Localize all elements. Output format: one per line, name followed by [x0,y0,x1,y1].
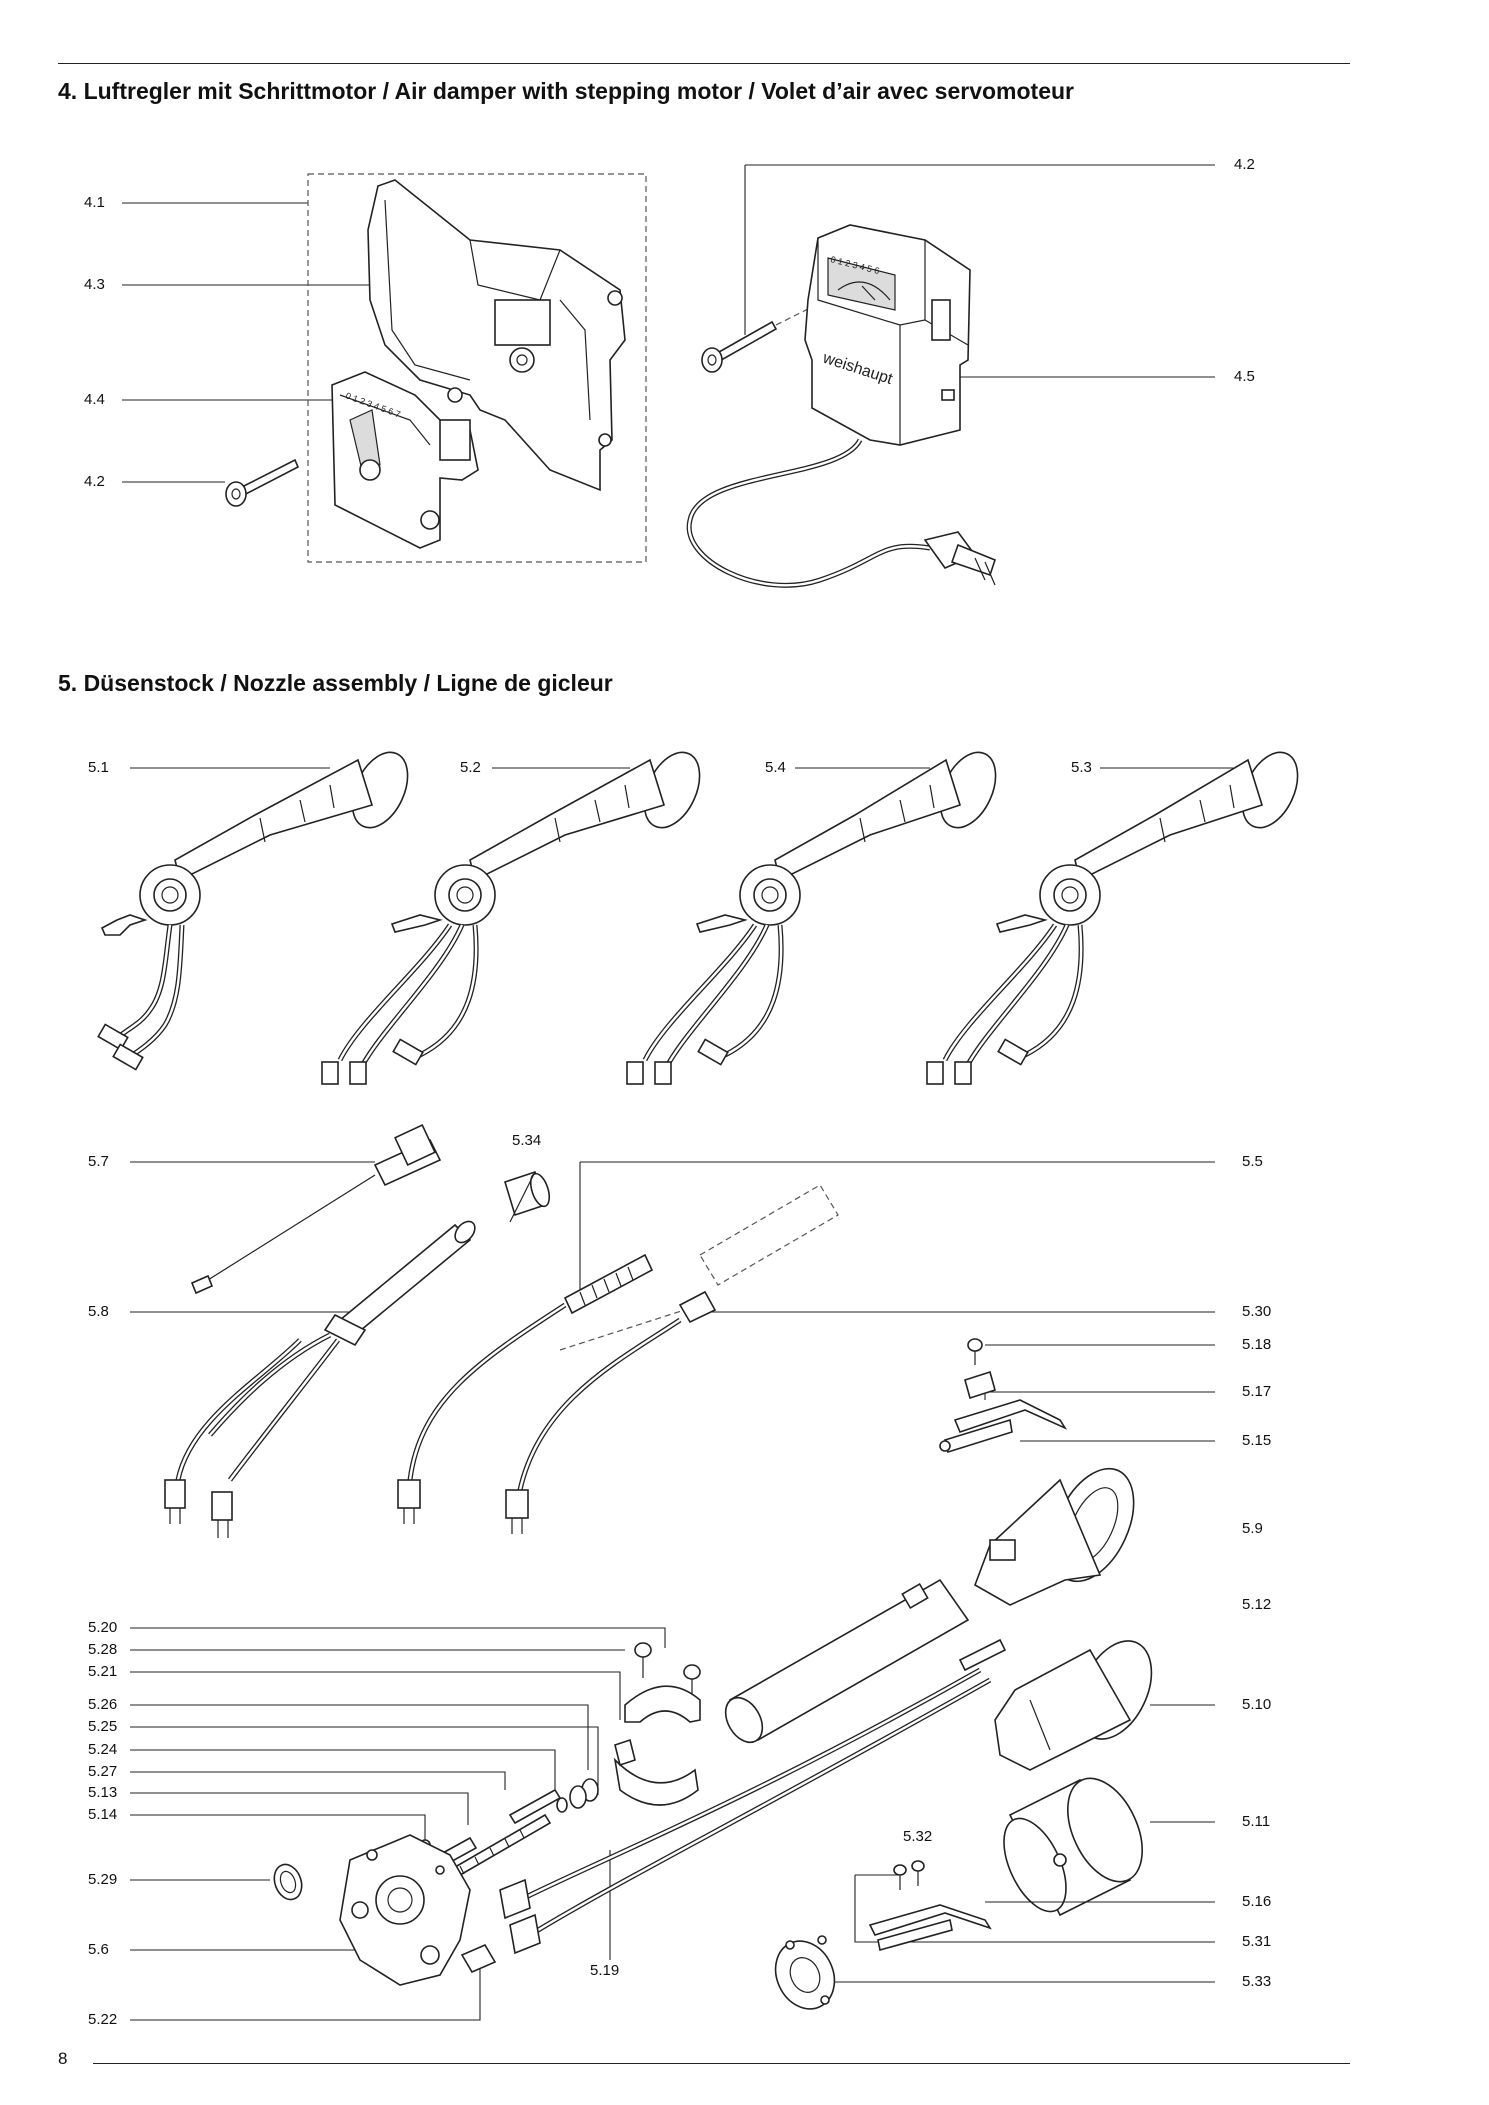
cap-5-29 [273,1863,303,1901]
nozzle-line-5-5 [397,1184,839,1524]
label-5-20: 5.20 [88,1619,118,1636]
section-4-heading: 4. Luftregler mit Schrittmotor / Air dam… [58,78,1075,104]
flame-tube-5-11 [1003,1777,1143,1917]
label-5-19: 5.19 [590,1962,620,1979]
nozzle-nut-5-34 [504,1170,551,1223]
label-5-22: 5.22 [88,2011,118,2028]
stepping-motor: 0 1 2 3 4 5 6 weishaupt [804,224,971,446]
washers-and-nuts [556,1778,599,1813]
mixing-tube-5-12 [724,1578,970,1744]
tube-clamp [613,1685,701,1806]
label-5-29: 5.29 [88,1871,118,1888]
label-4-5: 4.5 [1234,368,1255,385]
damper-scale-module: 0 1 2 3 4 5 6 7 [331,371,479,549]
cable-5-30 [505,1290,717,1534]
label-5-17: 5.17 [1242,1383,1272,1400]
label-5-26: 5.26 [88,1696,118,1713]
label-5-14: 5.14 [88,1806,118,1823]
label-5-33: 5.33 [1242,1973,1272,1990]
section-4-leaders [122,164,1215,483]
top-rule [58,63,1350,64]
label-4-1: 4.1 [84,194,105,211]
label-5-34: 5.34 [512,1132,542,1149]
label-4-2-right: 4.2 [1234,156,1255,173]
label-4-3: 4.3 [84,276,105,293]
label-5-6: 5.6 [88,1941,109,1958]
label-5-25: 5.25 [88,1718,118,1735]
label-4-2-left: 4.2 [84,473,105,490]
label-5-27: 5.27 [88,1763,118,1780]
label-5-21: 5.21 [88,1663,118,1680]
label-5-15: 5.15 [1242,1432,1272,1449]
bottom-rule [93,2063,1350,2064]
flame-sensor-5-7 [190,1124,442,1295]
label-5-18: 5.18 [1242,1336,1272,1353]
section-5-bottom-leaders [130,1627,1215,2021]
holder-5-33 [774,1935,836,2010]
screw-left [225,458,300,507]
label-5-16: 5.16 [1242,1893,1272,1910]
screw-right [701,302,821,373]
label-4-4: 4.4 [84,391,105,408]
label-5-24: 5.24 [88,1741,118,1758]
nozzle-assembly-5-2 [321,751,701,1085]
air-damper-assembly-box [307,173,647,563]
electrode-tube-5-8 [164,1220,476,1538]
label-5-11: 5.11 [1242,1813,1271,1830]
flange-plate-5-6 [339,1834,471,1986]
label-5-12: 5.12 [1242,1596,1272,1613]
label-5-31: 5.31 [1242,1933,1272,1950]
label-5-28: 5.28 [88,1641,118,1658]
label-5-8: 5.8 [88,1303,109,1320]
label-5-2: 5.2 [460,759,481,776]
label-5-7: 5.7 [88,1153,109,1170]
ignition-cables-5-19 [499,1638,1007,1955]
label-5-30: 5.30 [1242,1303,1272,1320]
label-5-32: 5.32 [903,1828,933,1845]
air-guide-5-10 [994,1640,1153,1771]
threaded-rods [428,1788,562,1880]
label-5-4: 5.4 [765,759,786,776]
label-5-10: 5.10 [1242,1696,1272,1713]
nozzle-assembly-5-4 [626,751,997,1085]
page-number: 8 [58,2049,68,2068]
electrode-set-5-16 [868,1860,992,1952]
motor-cable [686,438,996,588]
label-5-1: 5.1 [88,759,109,776]
label-5-3: 5.3 [1071,759,1092,776]
ignition-electrode-set [939,1338,1068,1454]
section-5-middle-leaders [130,1161,1215,1442]
air-damper-housing [367,179,626,492]
label-5-9: 5.9 [1242,1520,1263,1537]
nozzle-assembly-5-3 [926,751,1299,1085]
clip-5-22 [460,1943,497,1974]
nozzle-assembly-5-1 [97,751,409,1071]
blast-tube-head-5-9 [974,1467,1135,1606]
section-5-heading: 5. Düsenstock / Nozzle assembly / Ligne … [58,670,613,696]
label-5-13: 5.13 [88,1784,118,1801]
label-5-5: 5.5 [1242,1153,1263,1170]
